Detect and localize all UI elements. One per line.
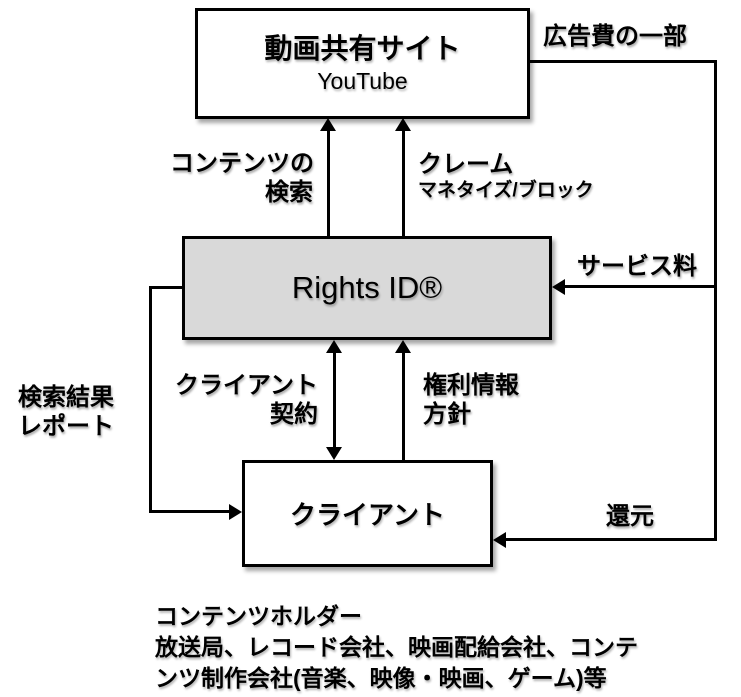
content-search-line1: コンテンツの	[170, 150, 314, 177]
content-search-line2: 検索	[265, 179, 313, 206]
search-report-arrowhead-right-icon	[229, 504, 242, 520]
claim-line1: クレーム	[418, 151, 514, 178]
client-contract-arrowhead-up-icon	[326, 340, 342, 353]
service-fee-text: サービス料	[577, 253, 697, 280]
label-claim: クレーム マネタイズ/ブロック	[418, 150, 594, 203]
client-title: クライアント	[290, 500, 445, 530]
return-arrowhead-left-icon	[493, 532, 506, 548]
client-contract-line2: 契約	[270, 401, 318, 428]
search-report-line-vertical	[149, 286, 152, 513]
rights-info-arrowhead-up-icon	[395, 340, 411, 353]
ad-fee-line-horizontal	[530, 60, 717, 63]
client-contract-line1: クライアント	[175, 372, 319, 399]
footnote-line3: ンツ制作会社(音楽、映像・映画、ゲーム)等	[155, 665, 607, 691]
label-search-report: 検索結果 レポート	[18, 383, 114, 441]
return-arrow-line	[505, 538, 716, 541]
search-report-line-top	[150, 286, 182, 289]
node-client: クライアント	[242, 460, 493, 567]
rights-info-arrow-line	[402, 352, 405, 460]
label-service-fee: サービス料	[577, 252, 697, 281]
label-ad-fee: 広告費の一部	[543, 22, 687, 51]
rights-info-line2: 方針	[423, 401, 471, 428]
claim-arrowhead-up-icon	[395, 118, 411, 131]
service-fee-arrow-line	[564, 285, 715, 288]
footnote-line2: 放送局、レコード会社、映画配給会社、コンテ	[155, 634, 638, 660]
client-contract-arrowhead-down-icon	[326, 447, 342, 460]
label-return: 還元	[606, 502, 654, 531]
label-rights-info: 権利情報 方針	[423, 371, 519, 429]
client-contract-arrow-line	[333, 352, 336, 448]
video-site-title: 動画共有サイト	[264, 32, 461, 64]
rights-id-title: Rights ID®	[291, 270, 443, 305]
label-client-contract: クライアント 契約	[175, 371, 318, 429]
node-rights-id: Rights ID®	[182, 236, 552, 340]
search-report-line1: 検索結果	[18, 384, 114, 411]
footnote-line1: コンテンツホルダー	[155, 603, 362, 629]
content-search-arrowhead-up-icon	[320, 118, 336, 131]
service-fee-arrowhead-left-icon	[552, 279, 565, 295]
right-routing-line-vertical	[714, 60, 717, 541]
content-search-arrow-line	[327, 130, 330, 236]
return-text: 還元	[606, 503, 654, 530]
search-report-line-bottom	[149, 510, 230, 513]
video-site-subtitle: YouTube	[317, 67, 408, 94]
node-video-site: 動画共有サイト YouTube	[195, 8, 530, 119]
footnote-content-holder: コンテンツホルダー 放送局、レコード会社、映画配給会社、コンテ ンツ制作会社(音…	[155, 601, 638, 694]
ad-fee-text: 広告費の一部	[543, 23, 687, 50]
claim-line2: マネタイズ/ブロック	[418, 180, 594, 201]
claim-arrow-line	[402, 130, 405, 236]
rights-info-line1: 権利情報	[423, 372, 519, 399]
search-report-line2: レポート	[18, 413, 114, 440]
label-content-search: コンテンツの 検索	[170, 149, 314, 207]
